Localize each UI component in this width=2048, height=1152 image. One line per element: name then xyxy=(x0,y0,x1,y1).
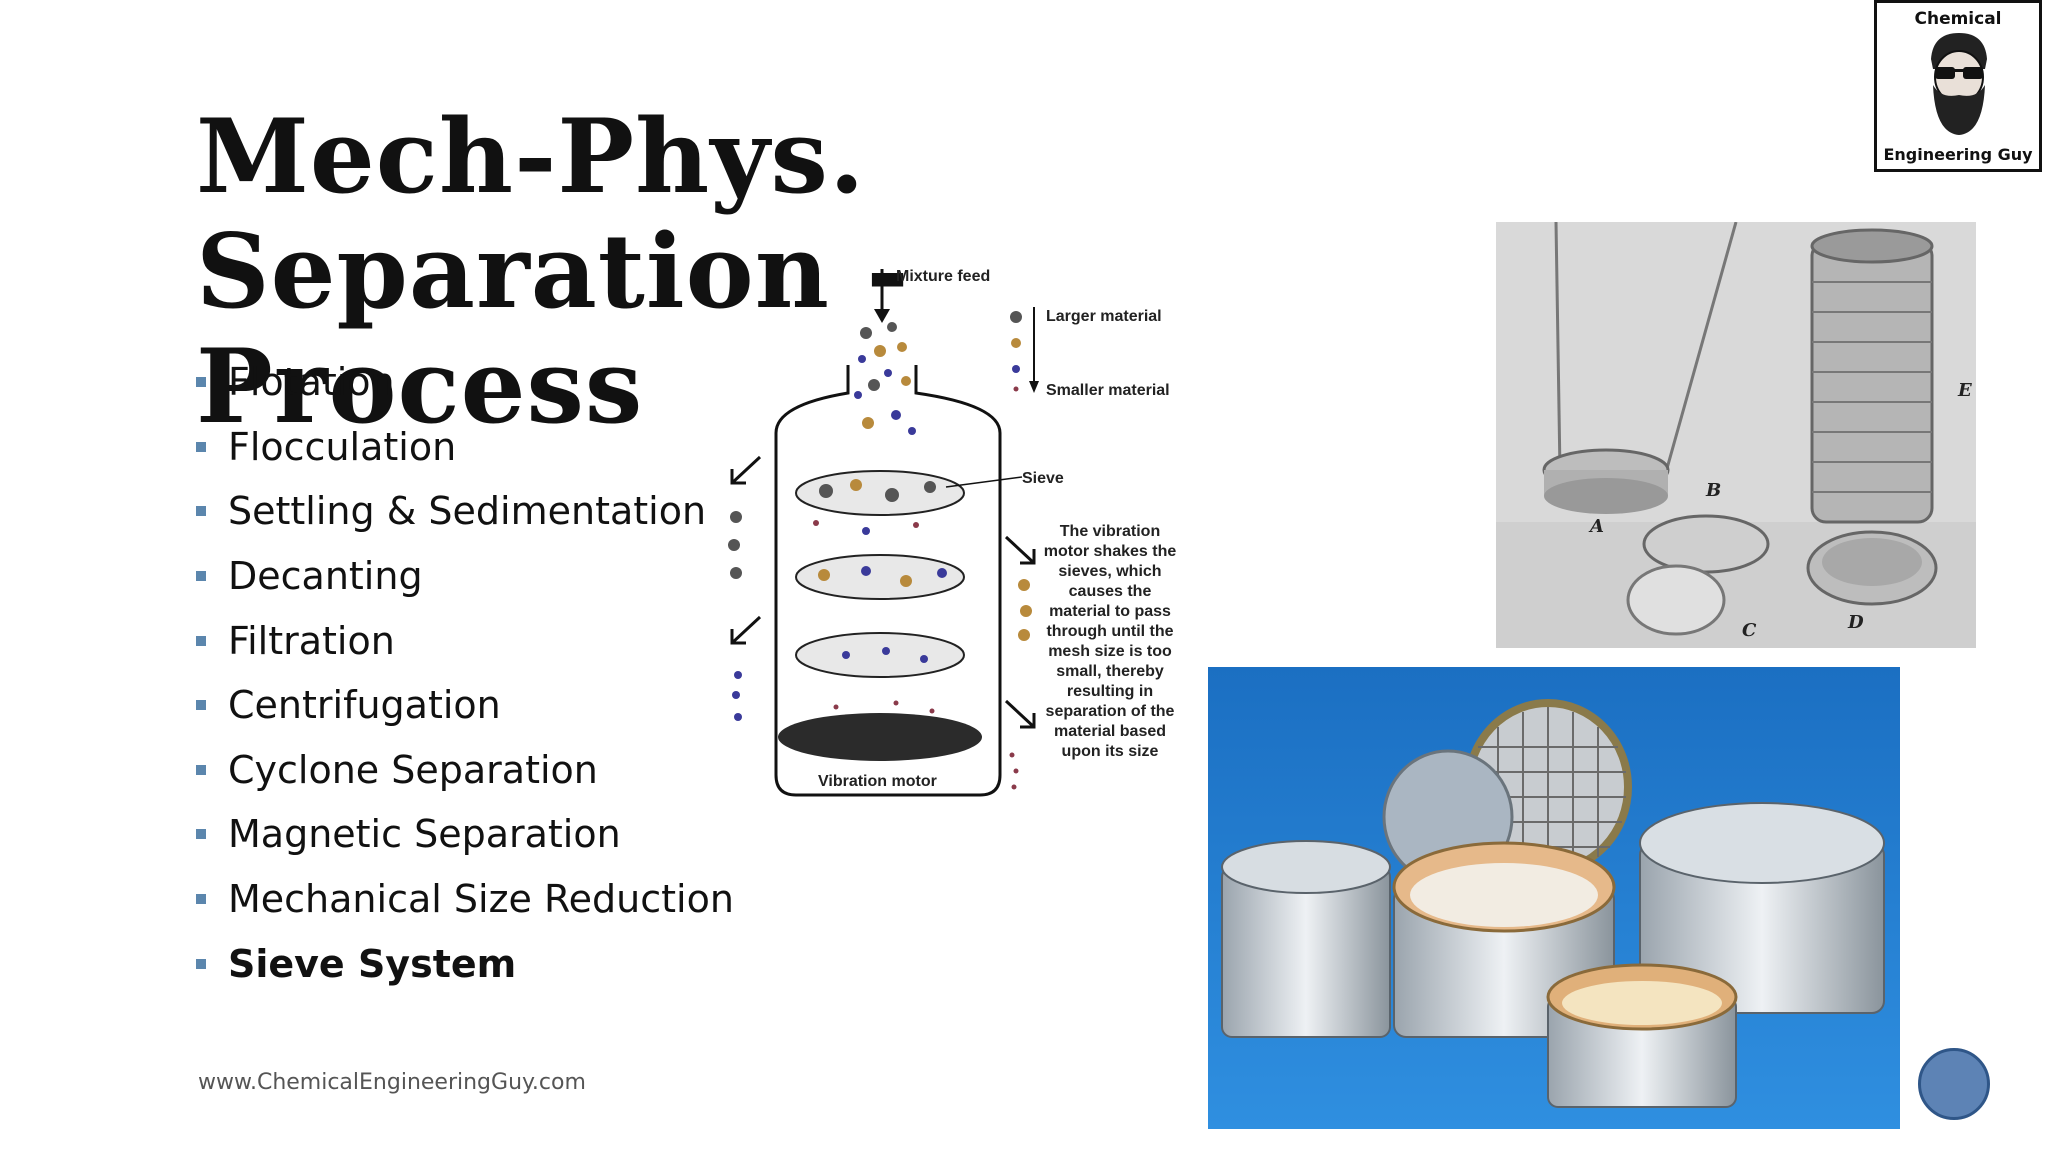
photo-label-a: A xyxy=(1590,516,1604,537)
bullet-item: Decanting xyxy=(196,544,736,609)
bullet-item: Flocculation xyxy=(196,415,736,480)
bullet-square-icon xyxy=(196,958,206,969)
diagram-caption: The vibration motor shakes the sieves, w… xyxy=(1043,523,1177,760)
bullet-item: Filtration xyxy=(196,608,736,673)
sieve-diagram: Mixture feed Larger material Smaller mat… xyxy=(728,268,1170,797)
brass-sieves-photo xyxy=(1208,667,1900,1129)
bullet-square-icon xyxy=(196,506,206,517)
sieve-label-leader xyxy=(945,476,1023,488)
slide-title: Mech-Phys. Separation - Process xyxy=(196,100,1516,445)
collection-pan xyxy=(778,713,982,761)
logo-bottom-text: Engineering Guy xyxy=(1883,145,2033,164)
bullet-item: Cyclone Separation xyxy=(196,738,736,803)
logo-top-text: Chemical xyxy=(1914,9,2002,29)
legend-medium-ball xyxy=(1011,338,1021,348)
sieve-middle xyxy=(795,554,965,600)
legend-small-ball xyxy=(1012,365,1020,373)
photo-label-d: D xyxy=(1848,612,1864,633)
bullet-square-icon xyxy=(196,764,206,775)
sieve-label: Sieve xyxy=(1022,470,1064,487)
sieve-bottom xyxy=(795,632,965,678)
bullet-square-icon xyxy=(196,377,206,388)
sieve-stack-photo xyxy=(1496,222,1976,648)
particles xyxy=(728,322,1032,790)
photo-label-c: C xyxy=(1742,620,1757,641)
bullet-square-icon xyxy=(196,894,206,905)
bullet-square-icon xyxy=(196,700,206,711)
legend-tiny-ball xyxy=(1013,386,1019,392)
bullet-square-icon xyxy=(196,635,206,646)
smaller-material-label: Smaller material xyxy=(1046,382,1170,399)
bullet-square-icon xyxy=(196,829,206,840)
sieve-housing xyxy=(774,365,1002,797)
bullet-item: Flotation xyxy=(196,350,736,415)
footer-url: www.ChemicalEngineeringGuy.com xyxy=(198,1070,586,1095)
bullet-item: Centrifugation xyxy=(196,673,736,738)
feed-arrow-head xyxy=(874,309,890,323)
bullet-item-active: Sieve System xyxy=(196,931,736,996)
slide-title-line1: Mech-Phys. Separation - xyxy=(196,97,910,332)
bearded-face-icon xyxy=(1931,33,1987,135)
legend-large-ball xyxy=(1010,311,1022,323)
legend-arrow-head xyxy=(1029,381,1039,393)
bullet-item: Settling & Sedimentation xyxy=(196,479,736,544)
slide-title-line2: Process xyxy=(196,327,644,447)
bullet-item: Magnetic Separation xyxy=(196,802,736,867)
photo-label-e: E xyxy=(1958,380,1972,401)
bullet-item: Mechanical Size Reduction xyxy=(196,867,736,932)
bullet-square-icon xyxy=(196,571,206,582)
slide-nav-button[interactable] xyxy=(1918,1048,1990,1120)
photo-label-b: B xyxy=(1706,480,1722,501)
larger-material-label: Larger material xyxy=(1046,308,1162,325)
bullet-list: Flotation Flocculation Settling & Sedime… xyxy=(196,350,736,996)
vibration-motor-label: Vibration motor xyxy=(818,773,937,790)
sieve-top xyxy=(795,470,965,516)
bullet-square-icon xyxy=(196,441,206,452)
mixture-feed-label: Mixture feed xyxy=(896,268,990,285)
side-arrows xyxy=(730,455,1036,729)
channel-logo: Chemical Engineering Guy xyxy=(1874,0,2042,172)
